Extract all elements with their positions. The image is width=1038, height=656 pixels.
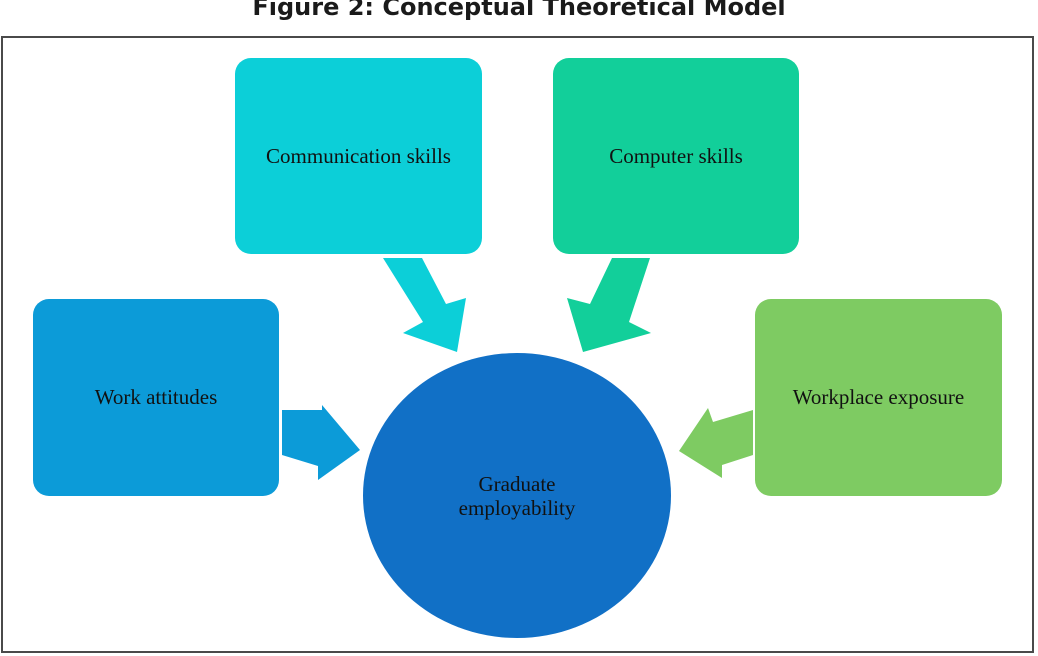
node-communication-skills-label: Communication skills — [266, 143, 451, 168]
node-work-attitudes: Work attitudes — [33, 299, 279, 496]
figure-title: Figure 2: Conceptual Theoretical Model — [252, 0, 786, 21]
node-work-attitudes-label: Work attitudes — [94, 385, 218, 409]
node-workplace-exposure-label: Workplace exposure — [792, 385, 965, 409]
node-workplace-exposure: Workplace exposure — [755, 299, 1002, 496]
node-communication-skills: Communication skills — [235, 58, 482, 254]
node-graduate-employability-label: Graduate employability — [459, 472, 576, 520]
node-graduate-employability-line2: employability — [458, 495, 576, 520]
node-computer-skills-label: Computer skills — [609, 143, 743, 168]
node-computer-skills: Computer skills — [553, 58, 799, 254]
node-graduate-employability: Graduate employability — [363, 353, 671, 638]
node-graduate-employability-line1: Graduate — [478, 471, 556, 496]
